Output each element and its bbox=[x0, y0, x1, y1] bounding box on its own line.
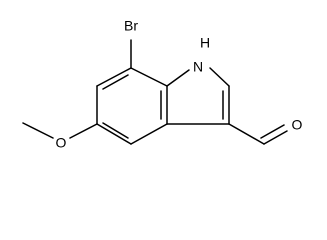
bond-o-ch3 bbox=[22, 122, 54, 139]
chemical-structure: Br H N O O bbox=[22, 18, 303, 151]
bond-c3a-c4 bbox=[130, 123, 168, 145]
aldehyde-oxygen-label: O bbox=[292, 117, 303, 133]
double-bond-c6-c7-inner bbox=[102, 74, 129, 90]
bond-c7a-n1 bbox=[166, 69, 190, 87]
nitrogen-label: N bbox=[193, 59, 203, 75]
bond-c7-c7a bbox=[130, 67, 168, 87]
methoxy-oxygen-label: O bbox=[56, 135, 67, 151]
bromine-label: Br bbox=[124, 18, 138, 34]
bond-c6-c7 bbox=[96, 67, 132, 87]
bond-n1-c2 bbox=[209, 67, 230, 87]
bond-c4-c5 bbox=[96, 123, 132, 145]
bond-c3-cho bbox=[228, 123, 265, 145]
nitrogen-h-label: H bbox=[200, 35, 210, 51]
double-bond-cho-o bbox=[260, 124, 285, 139]
bond-cho-o bbox=[263, 130, 288, 145]
double-bond-c4-c5-inner bbox=[102, 122, 129, 139]
bond-c5-o bbox=[69, 123, 98, 139]
